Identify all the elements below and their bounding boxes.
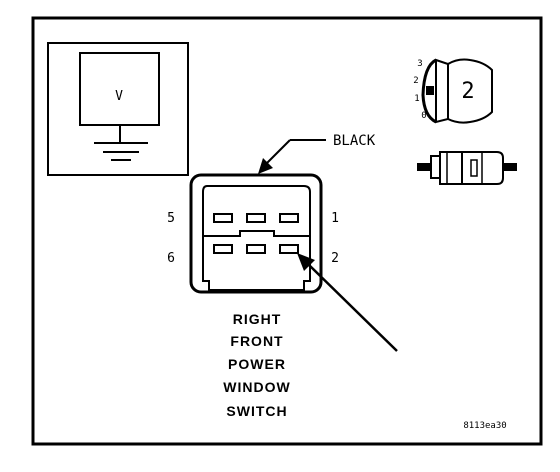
connector-key-divider	[203, 230, 310, 237]
pin-label-1: 1	[331, 211, 339, 226]
probe-arrowhead	[297, 253, 315, 271]
pin-label-6: 6	[167, 251, 175, 266]
key-position-1: 1	[414, 94, 419, 104]
title-line: WINDOW	[223, 379, 290, 395]
pin-cavity	[213, 244, 233, 254]
pin-cavity	[246, 213, 266, 223]
pin-cavity	[213, 213, 233, 223]
black-callout-arrowhead	[258, 158, 273, 174]
switch-connector	[189, 173, 323, 294]
connector-outer-shell	[189, 173, 323, 294]
probe-arrow-shaft	[307, 263, 398, 352]
key-position-0: 0	[421, 111, 426, 121]
key-position-2: 2	[413, 76, 418, 86]
title-line: SWITCH	[226, 403, 287, 419]
voltmeter-symbol: V	[47, 42, 189, 176]
ignition-key-icon: 3 2 1 0 2	[413, 58, 493, 124]
title-line: FRONT	[230, 333, 283, 349]
black-callout-arrow-shaft	[265, 139, 291, 165]
title-line: RIGHT	[233, 311, 282, 327]
voltmeter-frame	[47, 42, 189, 176]
diagram-border	[31, 16, 543, 446]
component-title: RIGHT FRONT POWER WINDOW SWITCH	[223, 311, 290, 419]
voltmeter-label: V	[115, 89, 123, 104]
key-number: 2	[461, 79, 474, 104]
connector-inner-shell	[202, 185, 311, 291]
pin-label-5: 5	[167, 211, 175, 226]
key-position-3: 3	[417, 59, 422, 69]
pin-label-2: 2	[331, 251, 339, 266]
pin-cavity	[279, 244, 299, 254]
title-line: POWER	[228, 356, 286, 372]
pin-cavity	[246, 244, 266, 254]
pin-cavity	[279, 213, 299, 223]
connector-plug-icon	[417, 151, 517, 185]
figure-code: 8113ea30	[463, 421, 506, 431]
ground-icon	[94, 142, 148, 161]
black-wire-label: BLACK	[333, 133, 376, 149]
